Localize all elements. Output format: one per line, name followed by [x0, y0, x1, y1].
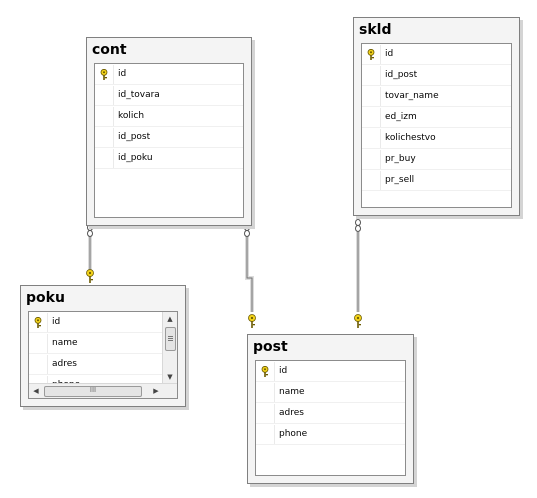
- row-selector[interactable]: [362, 44, 381, 64]
- column-name: kolichestvo: [385, 133, 436, 143]
- column-name: id_tovara: [118, 90, 160, 100]
- table-cont[interactable]: cont id id_tovara kolich id_post id_poku: [86, 37, 252, 226]
- column-name: ed_izm: [385, 112, 417, 122]
- scroll-left-arrow-icon[interactable]: ◀: [33, 387, 39, 395]
- row-selector[interactable]: [29, 312, 48, 332]
- column-name: pr_sell: [385, 175, 415, 185]
- row-selector[interactable]: [95, 127, 114, 147]
- column-row-phone[interactable]: phone: [256, 424, 405, 445]
- table-skld[interactable]: skld id id_post tovar_name ed_izm kolich…: [353, 17, 520, 216]
- row-selector[interactable]: [95, 64, 114, 84]
- infinity-icon: [87, 224, 93, 237]
- row-selector[interactable]: [362, 128, 381, 148]
- column-row-adres[interactable]: adres: [29, 354, 163, 375]
- column-viewport: id name adres phone: [29, 312, 163, 384]
- scrollbar-thumb[interactable]: III: [44, 386, 142, 397]
- key-icon: [261, 365, 269, 377]
- column-name: id_post: [118, 132, 151, 142]
- column-list: id name adres phone: [255, 360, 406, 476]
- column-name: kolich: [118, 111, 145, 121]
- row-selector[interactable]: [29, 333, 48, 353]
- column-row-id[interactable]: id: [362, 44, 511, 65]
- column-name: adres: [52, 359, 77, 369]
- key-icon: [34, 316, 42, 328]
- table-title[interactable]: post: [253, 339, 288, 355]
- column-row-id[interactable]: id: [256, 361, 405, 382]
- row-selector[interactable]: [256, 424, 275, 444]
- column-name: id: [279, 366, 288, 376]
- key-icon: [86, 269, 94, 283]
- row-selector[interactable]: [29, 354, 48, 374]
- column-name: id: [118, 69, 127, 79]
- key-icon: [248, 314, 256, 328]
- column-row-id[interactable]: id: [95, 64, 243, 85]
- table-poku[interactable]: poku id name adres phone ▲: [20, 285, 186, 407]
- row-selector[interactable]: [29, 375, 48, 384]
- column-row-adres[interactable]: adres: [256, 403, 405, 424]
- column-row-id[interactable]: id: [29, 312, 163, 333]
- column-list: id name adres phone ▲ ▼: [28, 311, 178, 399]
- key-icon: [100, 68, 108, 80]
- scroll-down-arrow-icon[interactable]: ▼: [167, 373, 173, 381]
- row-selector[interactable]: [362, 86, 381, 106]
- column-name: name: [279, 387, 305, 397]
- row-selector[interactable]: [95, 106, 114, 126]
- column-row-id_tovara[interactable]: id_tovara: [95, 85, 243, 106]
- column-name: id: [385, 49, 394, 59]
- vertical-scrollbar[interactable]: ▲ ▼: [162, 312, 177, 384]
- column-row-tovar_name[interactable]: tovar_name: [362, 86, 511, 107]
- column-name: id: [52, 317, 61, 327]
- column-row-name[interactable]: name: [256, 382, 405, 403]
- infinity-icon: [355, 219, 361, 232]
- relationship-skld-post[interactable]: [354, 219, 362, 329]
- row-selector[interactable]: [95, 85, 114, 105]
- table-title[interactable]: skld: [359, 22, 392, 38]
- row-selector[interactable]: [362, 149, 381, 169]
- column-name: name: [52, 338, 78, 348]
- table-title[interactable]: poku: [26, 290, 65, 306]
- column-name: phone: [48, 380, 80, 384]
- row-selector[interactable]: [362, 170, 381, 190]
- row-selector[interactable]: [256, 361, 275, 381]
- scrollbar-thumb[interactable]: [165, 327, 176, 351]
- scrollbar-corner: [163, 384, 177, 398]
- column-row-id_post[interactable]: id_post: [95, 127, 243, 148]
- column-list: id id_post tovar_name ed_izm kolichestvo…: [361, 43, 512, 208]
- column-name: pr_buy: [385, 154, 416, 164]
- key-icon: [367, 48, 375, 60]
- infinity-icon: [244, 224, 250, 237]
- row-selector[interactable]: [256, 382, 275, 402]
- column-row-pr_sell[interactable]: pr_sell: [362, 170, 511, 191]
- column-row-phone[interactable]: phone: [29, 375, 163, 384]
- column-row-pr_buy[interactable]: pr_buy: [362, 149, 511, 170]
- column-row-name[interactable]: name: [29, 333, 163, 354]
- row-selector[interactable]: [256, 403, 275, 423]
- column-row-ed_izm[interactable]: ed_izm: [362, 107, 511, 128]
- column-row-id_poku[interactable]: id_poku: [95, 148, 243, 169]
- column-name: adres: [279, 408, 304, 418]
- table-post[interactable]: post id name adres phone: [247, 334, 414, 484]
- column-name: tovar_name: [385, 91, 439, 101]
- row-selector[interactable]: [362, 65, 381, 85]
- column-row-kolich[interactable]: kolich: [95, 106, 243, 127]
- column-list: id id_tovara kolich id_post id_poku: [94, 63, 244, 218]
- horizontal-scrollbar[interactable]: ◀ III ▶: [29, 383, 177, 398]
- column-name: phone: [279, 429, 308, 439]
- key-icon: [354, 314, 362, 328]
- scroll-up-arrow-icon[interactable]: ▲: [167, 315, 173, 323]
- row-selector[interactable]: [362, 107, 381, 127]
- relationship-cont-post[interactable]: [244, 224, 256, 329]
- column-row-id_post[interactable]: id_post: [362, 65, 511, 86]
- table-title[interactable]: cont: [92, 42, 127, 58]
- column-name: id_poku: [118, 153, 153, 163]
- scroll-right-arrow-icon[interactable]: ▶: [153, 387, 159, 395]
- row-selector[interactable]: [95, 148, 114, 168]
- column-name: id_post: [385, 70, 418, 80]
- relationship-cont-poku[interactable]: [86, 224, 94, 284]
- column-row-kolichestvo[interactable]: kolichestvo: [362, 128, 511, 149]
- scrollbar-grip: III: [89, 386, 97, 394]
